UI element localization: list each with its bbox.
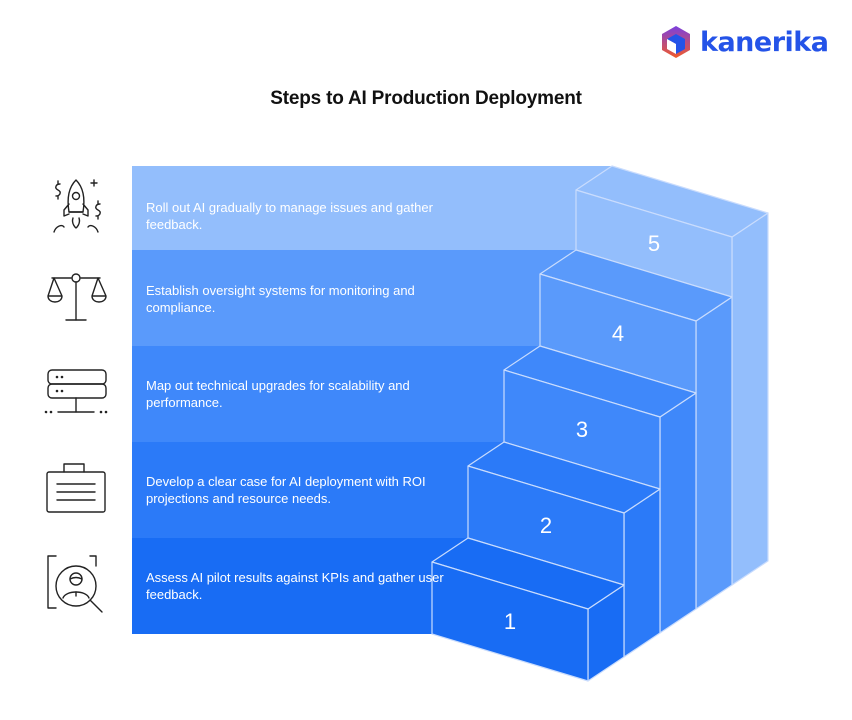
step-5-number: 5: [648, 231, 660, 256]
step-4-band: [132, 250, 576, 346]
step-5-band: [132, 166, 612, 250]
balance-scale-icon: [44, 266, 108, 330]
server-network-icon: [44, 362, 108, 426]
step-1-band: [132, 538, 468, 634]
logo-text: kanerika: [700, 26, 829, 58]
step-2-text: Develop a clear case for AI deployment w…: [146, 474, 426, 506]
step-3-band: [132, 346, 540, 442]
step-4-number: 4: [612, 321, 624, 346]
step-3-text: Map out technical upgrades for scalabili…: [146, 378, 410, 410]
step-2-side-face: [623, 488, 661, 658]
step-2-band: [132, 442, 504, 538]
step-1-number: 1: [504, 609, 516, 634]
step-2-number: 2: [540, 513, 552, 538]
rocket-launch-icon: [44, 174, 108, 238]
step-1-front-face: [431, 561, 589, 682]
page-title: Steps to AI Production Deployment: [270, 88, 582, 109]
step-3-side-face: [659, 392, 697, 634]
user-search-icon: [44, 552, 108, 616]
kanerika-logo: kanerika: [660, 24, 829, 60]
step-1-text: Assess AI pilot results against KPIs and…: [146, 570, 444, 602]
step-5-text: Roll out AI gradually to manage issues a…: [146, 200, 433, 232]
cube-logo-icon: [662, 26, 690, 58]
step-4-side-face: [695, 296, 733, 610]
step-3-number: 3: [576, 417, 588, 442]
briefcase-document-icon: [44, 458, 108, 522]
step-5-side-face: [731, 212, 769, 586]
step-4-text: Establish oversight systems for monitori…: [146, 283, 415, 315]
